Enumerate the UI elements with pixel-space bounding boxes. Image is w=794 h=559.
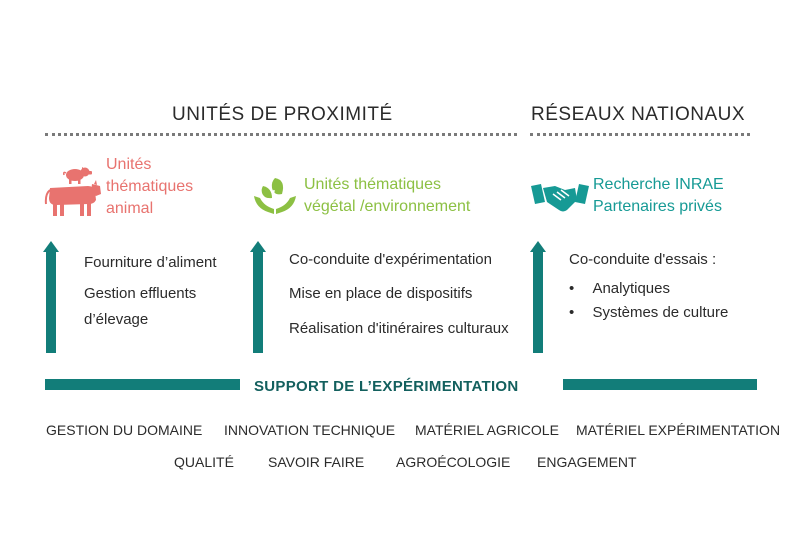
category-reseau-title: Recherche INRAE Partenaires privés <box>593 174 724 218</box>
reseau-bullet: • Analytiques <box>569 280 670 297</box>
bullet-symbol: • <box>569 304 575 321</box>
keyword: MATÉRIEL AGRICOLE <box>415 422 559 438</box>
arrow-animal-head <box>43 241 59 252</box>
header-reseaux-nationaux: RÉSEAUX NATIONAUX <box>531 104 746 125</box>
bullet-text: Analytiques <box>592 280 670 297</box>
handshake-icon <box>531 180 589 216</box>
keyword: GESTION DU DOMAINE <box>46 422 203 438</box>
category-vegetal-line: Unités thématiques <box>304 176 441 193</box>
header-divider-reseaux <box>530 133 750 136</box>
arrow-animal-bar <box>46 252 56 353</box>
vegetal-item: Réalisation d'itinéraires culturaux <box>289 320 509 337</box>
vegetal-item: Mise en place de dispositifs <box>289 285 473 302</box>
category-animal-line: Unités <box>106 156 152 173</box>
reseau-bullet: • Systèmes de culture <box>569 304 728 321</box>
arrow-vegetal-bar <box>253 252 263 353</box>
category-animal-title: Unités thématiques animal <box>106 154 193 220</box>
category-reseau-line: Recherche INRAE <box>593 176 724 193</box>
arrow-vegetal-head <box>250 241 266 252</box>
category-animal-line: thématiques <box>106 178 194 195</box>
header-divider-proximite <box>45 133 517 136</box>
hands-leaves-icon <box>252 174 298 216</box>
reseau-intro: Co-conduite d'essais : <box>569 251 717 268</box>
support-line-right <box>563 379 757 390</box>
arrow-reseau-head <box>530 241 546 252</box>
animal-item: d’élevage <box>84 311 149 328</box>
category-vegetal-title: Unités thématiques végétal /environnemen… <box>304 174 470 218</box>
category-reseau-line: Partenaires privés <box>593 198 722 215</box>
animal-item: Fourniture d’aliment <box>84 254 217 271</box>
animal-item: Gestion effluents <box>84 285 197 302</box>
vegetal-item: Co-conduite d'expérimentation <box>289 251 492 268</box>
category-vegetal-line: végétal /environnement <box>304 198 471 215</box>
support-title: SUPPORT DE L’EXPÉRIMENTATION <box>254 378 519 395</box>
header-unites-proximite: UNITÉS DE PROXIMITÉ <box>172 104 393 125</box>
category-animal-line: animal <box>106 200 154 217</box>
keyword: ENGAGEMENT <box>537 454 637 470</box>
bullet-text: Systèmes de culture <box>592 304 729 321</box>
bullet-symbol: • <box>569 280 575 297</box>
keyword: MATÉRIEL EXPÉRIMENTATION <box>576 422 781 438</box>
arrow-reseau-bar <box>533 252 543 353</box>
keyword: SAVOIR FAIRE <box>268 454 365 470</box>
support-line-left <box>45 379 240 390</box>
pig-cow-icon <box>44 164 102 218</box>
keyword: INNOVATION TECHNIQUE <box>224 422 396 438</box>
keyword: AGROÉCOLOGIE <box>396 454 511 470</box>
keyword: QUALITÉ <box>174 454 234 470</box>
